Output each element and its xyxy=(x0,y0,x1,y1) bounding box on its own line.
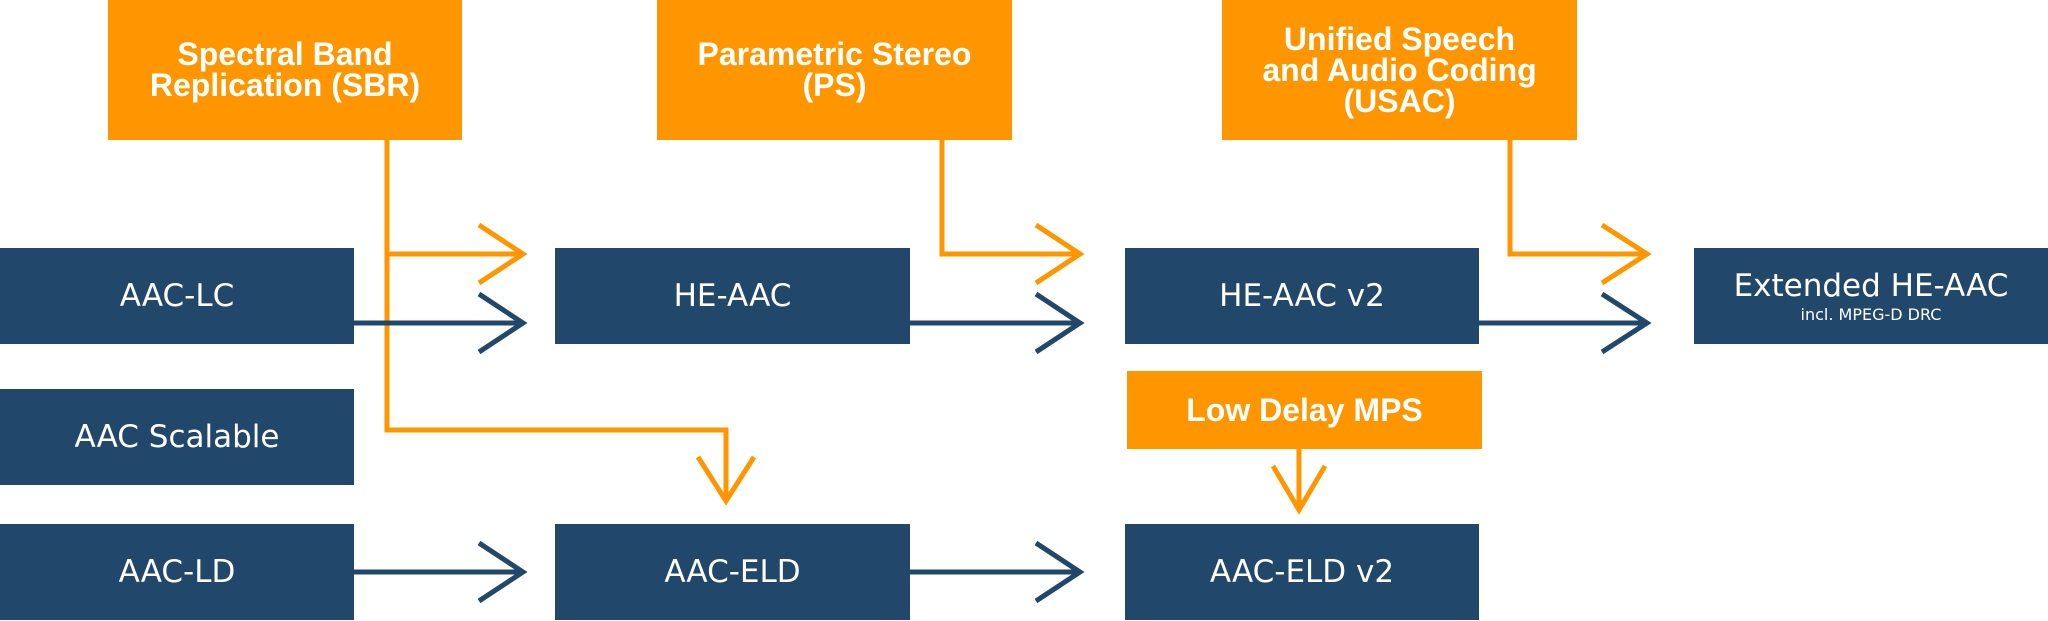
extended-he-aac-sublabel: incl. MPEG-D DRC xyxy=(1800,305,1942,324)
usac-box: Unified Speech and Audio Coding (USAC) xyxy=(1222,0,1577,140)
aac-lc-to-he-aac-arrowhead xyxy=(477,291,528,355)
he-aac-v2-box: HE-AAC v2 xyxy=(1125,248,1479,344)
aac-lc-label: AAC-LC xyxy=(119,278,235,314)
aac-ld-label: AAC-LD xyxy=(118,554,236,590)
usac-label-line-1: Unified Speech xyxy=(1283,20,1516,57)
aac-eld-to-aac-eld-v2-arrowhead xyxy=(1034,540,1085,604)
extended-he-aac-label: Extended HE-AAC xyxy=(1733,268,2009,304)
aac-eld-box: AAC-ELD xyxy=(555,524,910,620)
he-aac-box: HE-AAC xyxy=(555,248,910,344)
low-delay-mps-to-aac-eld-v2-arrowhead xyxy=(1270,464,1328,515)
sbr-to-he-aac-line xyxy=(384,140,522,257)
aac-ld-to-aac-eld-arrowhead xyxy=(477,540,528,604)
he-aac-v2-label: HE-AAC v2 xyxy=(1219,278,1385,314)
he-aac-v2-to-extended-he-aac-arrowhead xyxy=(1600,291,1652,355)
aac-eld-v2-box: AAC-ELD v2 xyxy=(1125,524,1479,620)
sbr-label-line-2: Replication (SBR) xyxy=(149,67,421,103)
sbr-box: Spectral Band Replication (SBR) xyxy=(108,0,462,140)
sbr-to-he-aac-arrowhead xyxy=(477,222,528,286)
ps-label-line-2: (PS) xyxy=(802,67,867,103)
aac-eld-label: AAC-ELD xyxy=(664,554,801,590)
ps-label-line-1: Parametric Stereo xyxy=(697,36,972,72)
low-delay-mps-box: Low Delay MPS xyxy=(1127,371,1482,449)
aac-scalable-box: AAC Scalable xyxy=(0,389,354,485)
ps-to-he-aac-v2-arrowhead xyxy=(1034,222,1085,286)
aac-ld-box: AAC-LD xyxy=(0,524,354,620)
usac-label-line-2: and Audio Coding xyxy=(1262,51,1537,88)
aac-lc-box: AAC-LC xyxy=(0,248,354,344)
low-delay-mps-label: Low Delay MPS xyxy=(1186,391,1423,428)
he-aac-label: HE-AAC xyxy=(673,278,792,314)
usac-to-extended-he-aac-line xyxy=(1507,140,1646,257)
extended-he-aac-box: Extended HE-AAC incl. MPEG-D DRC xyxy=(1694,248,2048,344)
ps-to-he-aac-v2-line xyxy=(939,140,1080,257)
sbr-label-line-1: Spectral Band xyxy=(177,36,393,72)
usac-to-extended-he-aac-arrowhead xyxy=(1600,222,1652,286)
sbr-to-aac-eld-arrowhead xyxy=(695,455,757,506)
usac-label-line-3: (USAC) xyxy=(1343,82,1456,119)
he-aac-to-he-aac-v2-arrowhead xyxy=(1034,291,1085,355)
aac-scalable-label: AAC Scalable xyxy=(74,419,280,455)
aac-eld-v2-label: AAC-ELD v2 xyxy=(1209,554,1395,590)
ps-box: Parametric Stereo (PS) xyxy=(657,0,1012,140)
